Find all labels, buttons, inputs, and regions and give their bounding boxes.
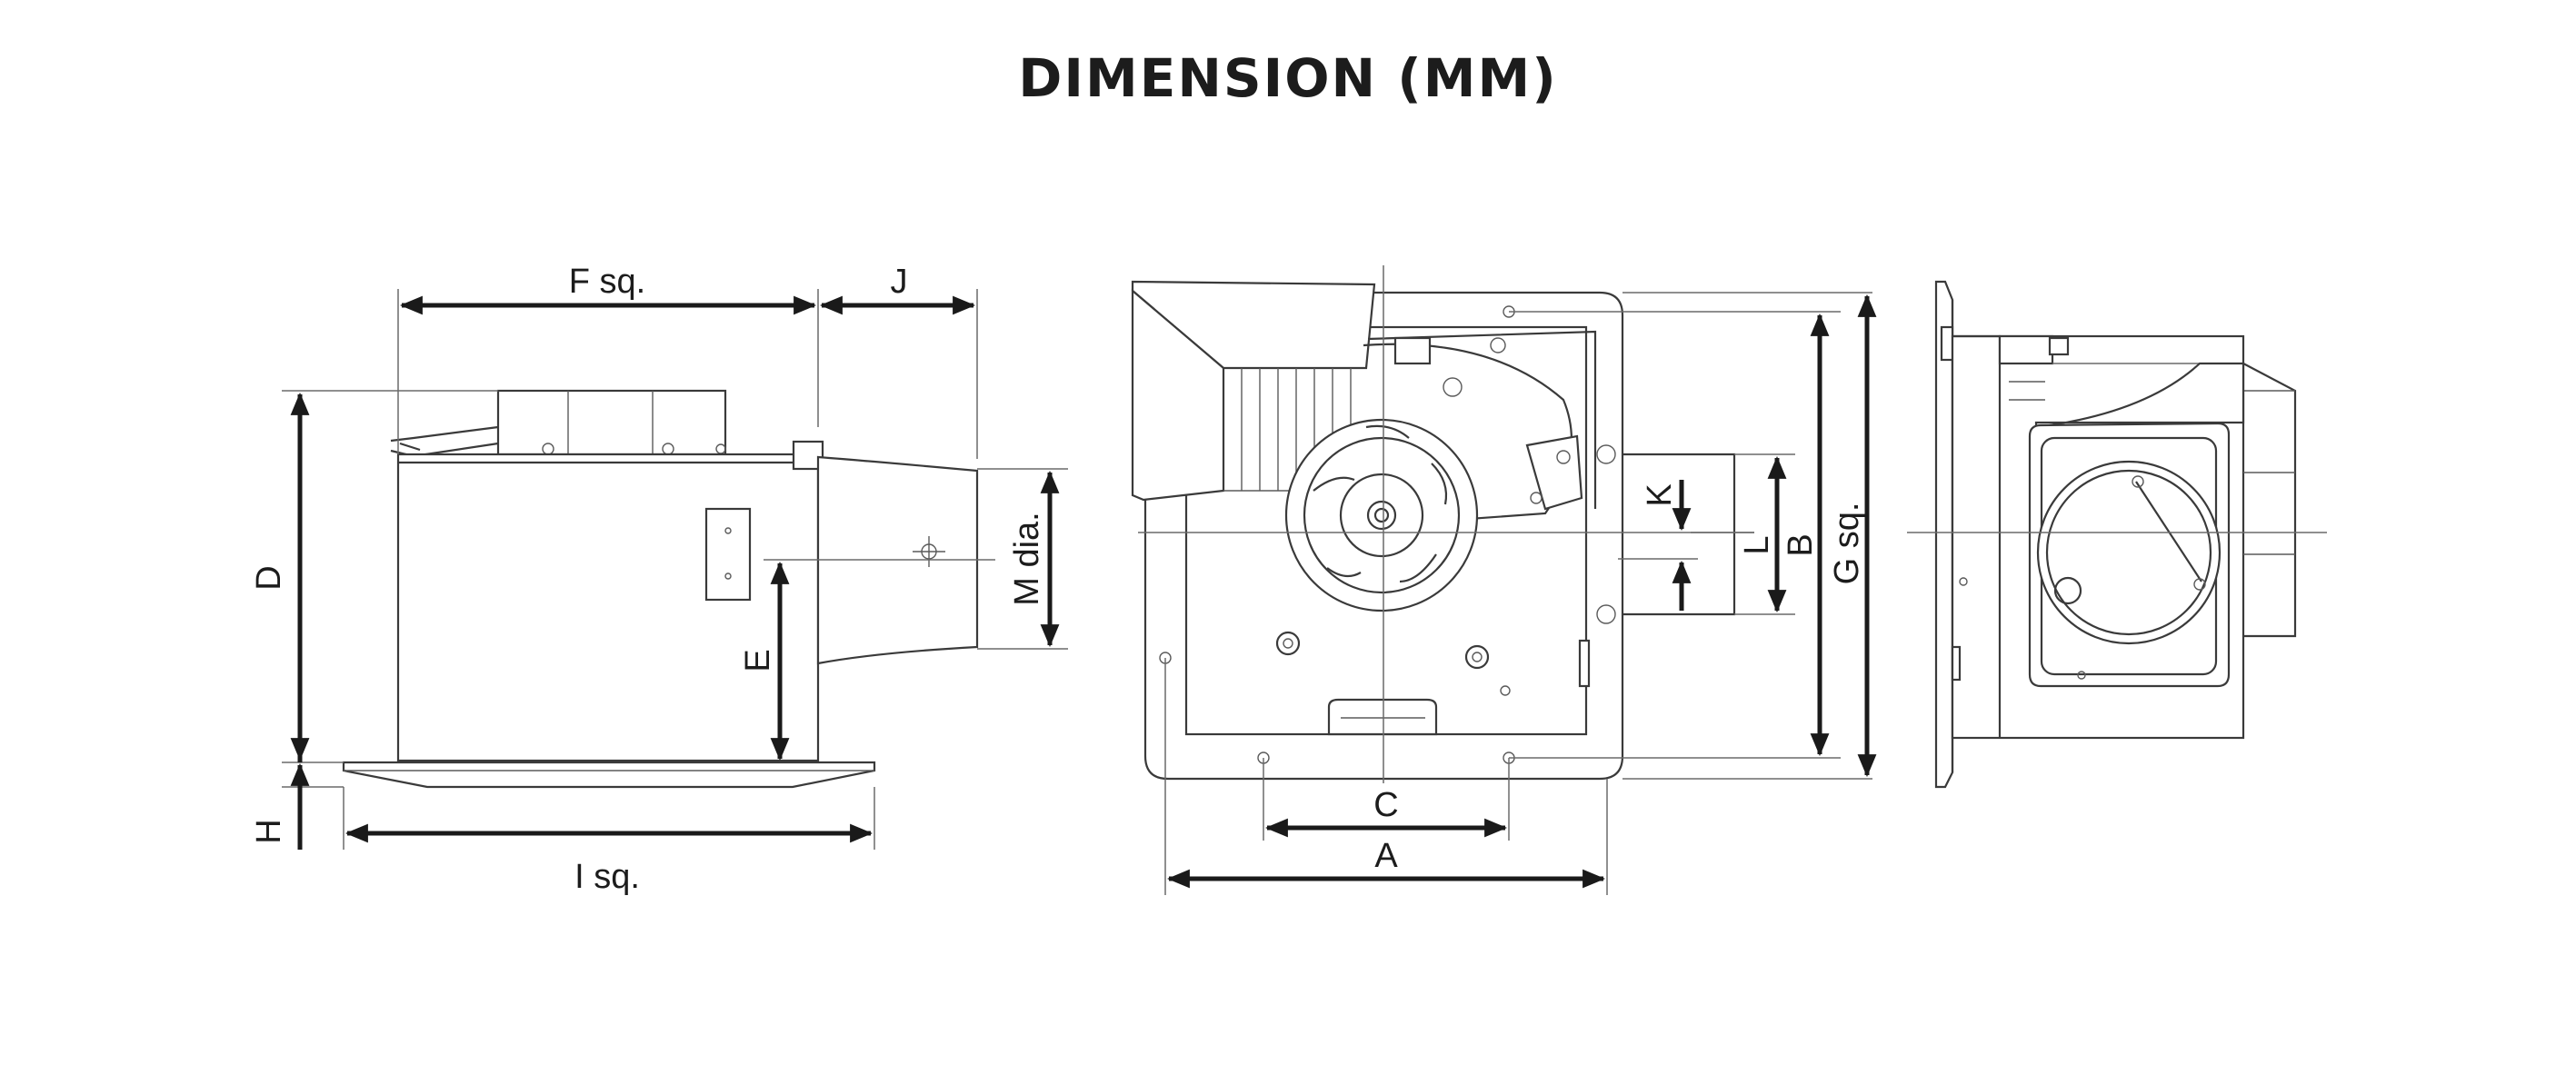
front-view (1907, 280, 2327, 789)
label-k: K (1641, 483, 1679, 506)
side-grille-plate (342, 761, 876, 789)
page-title: DIMENSION (MM) (1018, 47, 1558, 109)
side-main-body (396, 440, 824, 762)
label-j: J (891, 263, 908, 301)
bottom-view: C A K L B G sq. (1131, 265, 1877, 895)
bottom-diffuser (1131, 280, 1376, 370)
label-m-dia: M dia. (1008, 512, 1046, 605)
label-d: D (250, 565, 288, 590)
side-top-housing (390, 389, 727, 458)
label-a: A (1374, 837, 1398, 875)
label-h: H (250, 819, 288, 843)
side-duct-outlet (764, 455, 995, 665)
front-damper (2036, 460, 2222, 645)
bottom-handle (1327, 698, 1438, 736)
label-e: E (739, 649, 777, 672)
label-f-sq: F sq. (569, 263, 645, 301)
side-view: F sq. J D E M dia. H I sq. (250, 263, 1068, 896)
label-g-sq: G sq. (1828, 503, 1866, 585)
label-l: L (1738, 535, 1776, 554)
label-b: B (1782, 533, 1820, 556)
label-c: C (1373, 786, 1398, 824)
label-i-sq: I sq. (574, 858, 640, 896)
bottom-fan (1284, 418, 1479, 612)
